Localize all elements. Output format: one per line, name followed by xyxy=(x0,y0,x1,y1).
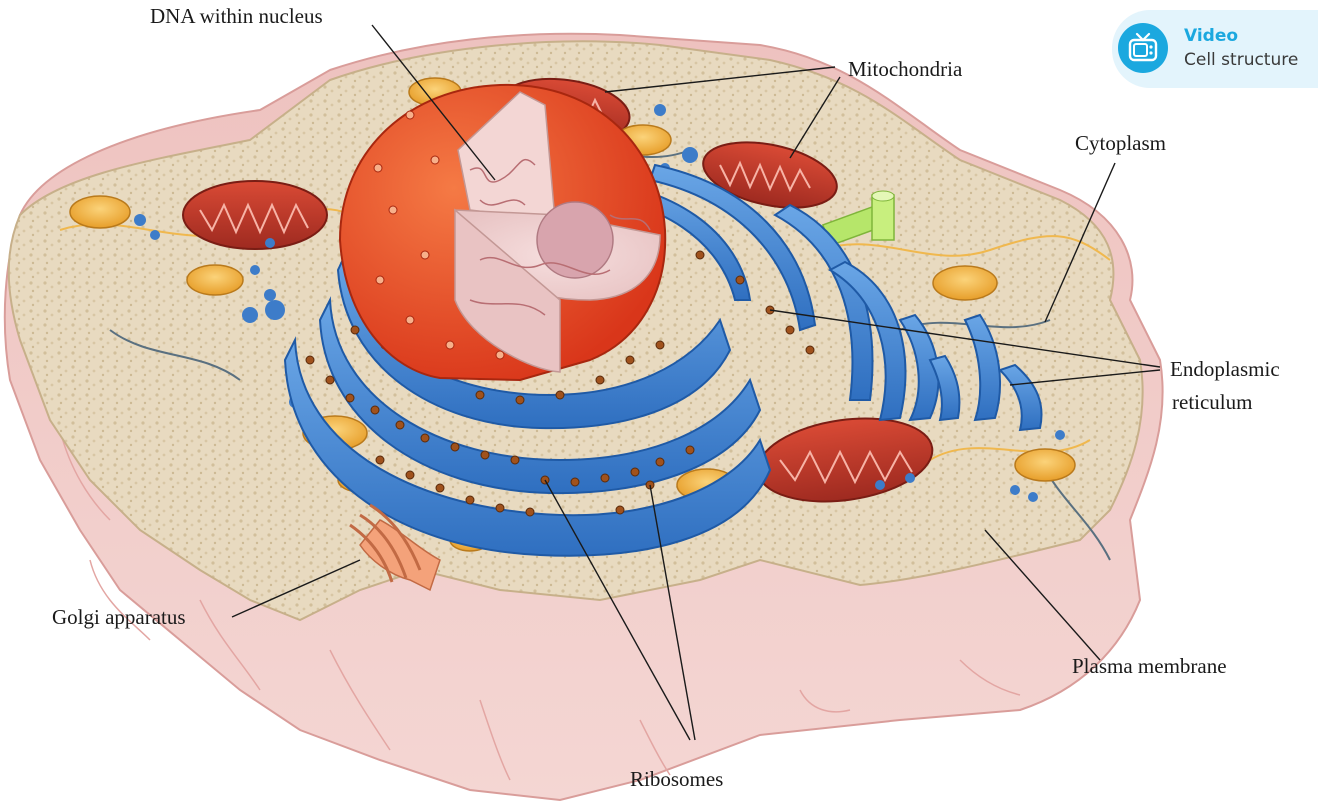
label-cytoplasm: Cytoplasm xyxy=(1075,131,1166,155)
label-plasma-membrane: Plasma membrane xyxy=(1072,654,1227,678)
label-reticulum: reticulum xyxy=(1172,390,1252,414)
video-title[interactable]: Video xyxy=(1184,26,1238,46)
video-link[interactable]: Video Cell structure xyxy=(1112,10,1318,88)
mitochondrion xyxy=(183,181,327,249)
video-subtitle[interactable]: Cell structure xyxy=(1184,50,1298,70)
label-ribosomes: Ribosomes xyxy=(630,767,723,791)
label-endoplasmic: Endoplasmic xyxy=(1170,357,1280,381)
nucleus xyxy=(340,85,665,380)
label-golgi-apparatus: Golgi apparatus xyxy=(52,605,186,629)
label-mitochondria: Mitochondria xyxy=(848,57,962,81)
tv-icon[interactable] xyxy=(1118,23,1168,73)
label-dna-within-nucleus: DNA within nucleus xyxy=(150,4,323,28)
